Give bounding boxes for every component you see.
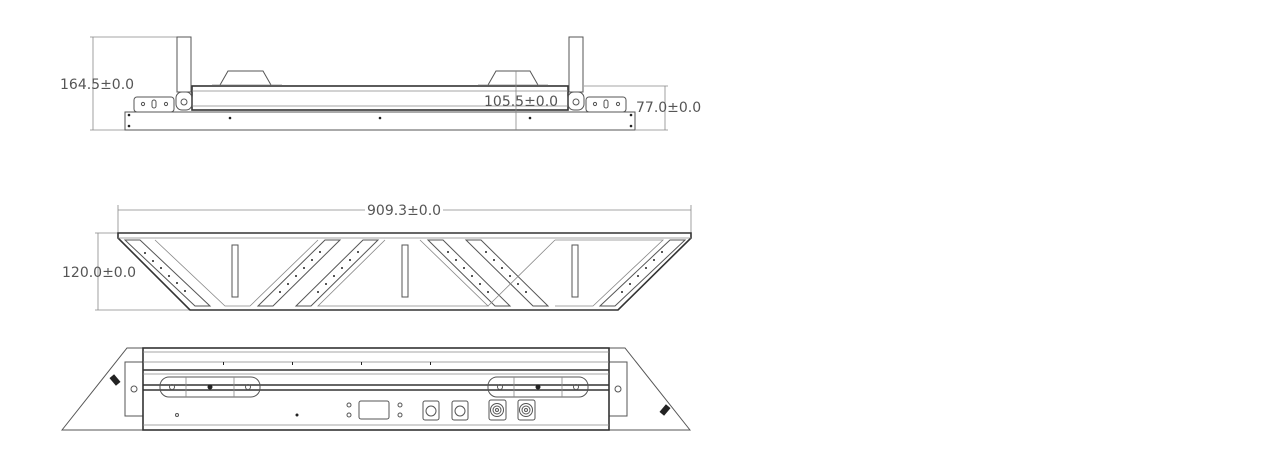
side-view: 164.5±0.0 — [60, 36, 701, 131]
xlr-connector-icon — [422, 400, 440, 421]
latch-icon-right — [659, 404, 671, 416]
dim-overall-height: 164.5±0.0 — [60, 77, 134, 93]
dim-overall-width: 909.3±0.0 — [367, 203, 441, 219]
latch-icon — [109, 374, 121, 386]
dim-center-height: 105.5±0.0 — [484, 94, 558, 110]
dim-body-height: 77.0±0.0 — [636, 100, 701, 116]
front-view: 909.3±0.0 120.0±0.0 — [62, 203, 692, 311]
powercon-connector-icon-2 — [517, 399, 536, 421]
xlr-connector-icon-2 — [451, 400, 469, 421]
rear-view — [60, 347, 692, 431]
display-window — [358, 400, 390, 420]
dim-front-height: 120.0±0.0 — [62, 265, 136, 281]
powercon-connector-icon — [488, 399, 507, 421]
